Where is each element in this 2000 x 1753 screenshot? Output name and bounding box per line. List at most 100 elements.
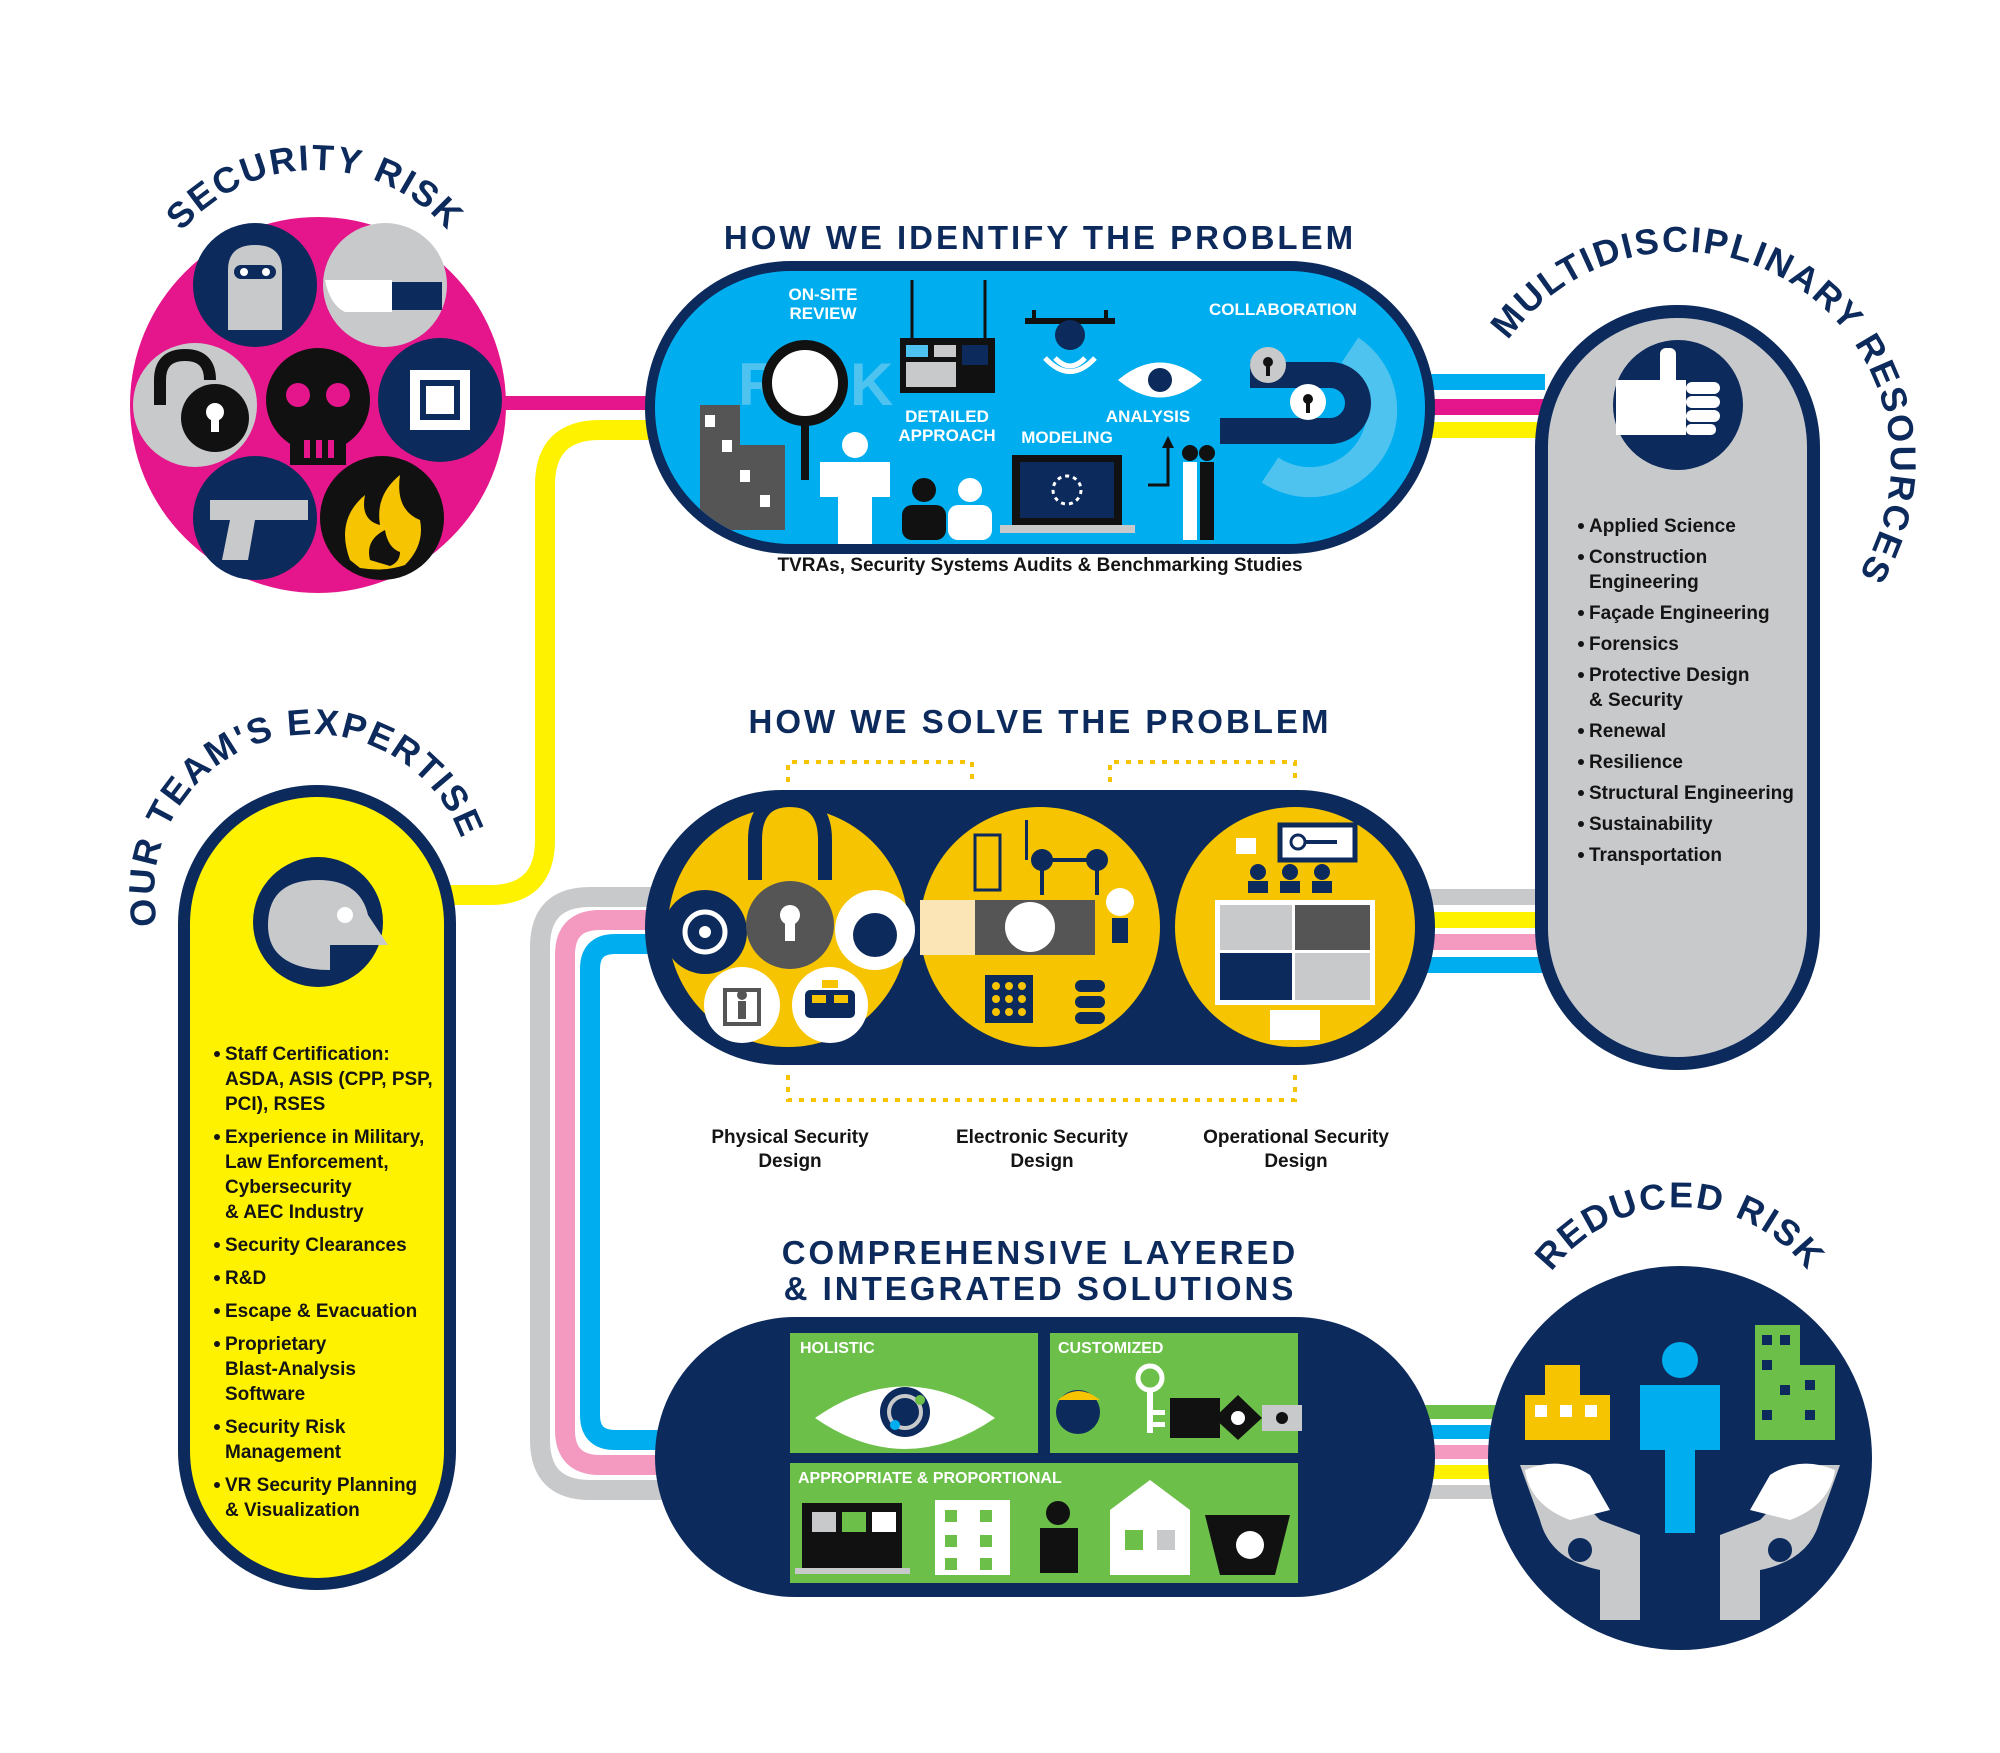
magnifier-icon — [762, 340, 848, 480]
solutions-title-2: & INTEGRATED SOLUTIONS — [784, 1270, 1297, 1307]
solve-caption: Design — [1010, 1151, 1073, 1172]
resources-list-item: Structural Engineering — [1589, 783, 1794, 804]
bullet-dot — [214, 1424, 220, 1430]
bullet-dot — [1578, 852, 1584, 858]
connector-lines — [450, 374, 1545, 1500]
resources-list-item: Applied Science — [1589, 516, 1736, 537]
resources-list-item: Renewal — [1589, 721, 1666, 742]
expertise-list-item: & AEC Industry — [225, 1202, 364, 1223]
label-detailed-2: APPROACH — [898, 426, 995, 445]
resources-list: Applied ScienceConstructionEngineeringFa… — [1578, 516, 1794, 866]
bullet-dot — [214, 1482, 220, 1488]
resources-list-item: Façade Engineering — [1589, 603, 1770, 624]
officer-icon — [1170, 1398, 1220, 1438]
identify-caption: TVRAs, Security Systems Audits & Benchma… — [777, 555, 1302, 576]
analysis-arrow-icon — [1148, 436, 1174, 487]
reduced-risk-section: REDUCED RISK — [1488, 1174, 1872, 1650]
bracket-bottom — [786, 1075, 1297, 1102]
person-icon — [820, 432, 890, 544]
identify-section: HOW WE IDENTIFY THE PROBLEM RISK — [645, 219, 1435, 576]
loop-cyan — [580, 934, 665, 1450]
label-onsite-1: ON-SITE — [789, 285, 858, 304]
label-modeling: MODELING — [1021, 428, 1113, 447]
green-building-icon — [1755, 1325, 1835, 1440]
solve-caption: Design — [758, 1151, 821, 1172]
solve-title: HOW WE SOLVE THE PROBLEM — [749, 703, 1332, 740]
line-yellow-expertise — [450, 420, 660, 905]
reduced-risk-title: REDUCED RISK — [1526, 1174, 1833, 1277]
expertise-list-item: Escape & Evacuation — [225, 1301, 417, 1322]
resources-list-item: Forensics — [1589, 634, 1679, 655]
bullet-dot — [1578, 759, 1584, 765]
bullet-dot — [1578, 554, 1584, 560]
security-risk-section: SECURITY RISK — [130, 137, 506, 593]
identify-title: HOW WE IDENTIFY THE PROBLEM — [724, 219, 1356, 256]
floorplan-icon — [1215, 900, 1375, 1005]
resources-list-item: Construction — [1589, 547, 1707, 568]
expertise-section: OUR TEAM'S EXPERTISE Staff Certification… — [121, 701, 491, 1590]
bullet-dot — [214, 1051, 220, 1057]
fire-icon — [320, 456, 444, 580]
guard-head-icon — [1056, 1390, 1100, 1434]
bullet-dot — [214, 1275, 220, 1281]
resources-list-item: Resilience — [1589, 752, 1683, 773]
house-icon — [1110, 1480, 1190, 1575]
expertise-list-item: Security Risk — [225, 1417, 346, 1438]
label-collaboration: COLLABORATION — [1209, 300, 1357, 319]
thumbs-up-icon — [1613, 340, 1743, 470]
bullet-dot — [1578, 821, 1584, 827]
yellow-building-icon — [1525, 1365, 1610, 1440]
bullet-dot — [214, 1242, 220, 1248]
resources-pill — [1548, 318, 1807, 1057]
holistic-panel — [790, 1333, 1038, 1453]
appropriate-panel — [790, 1463, 1298, 1583]
resources-section: MULTIDISCIPLINARY RESOURCES Applied Scie… — [1482, 218, 1922, 1070]
expertise-list-item: VR Security Planning — [225, 1475, 417, 1496]
laptop-icon — [1000, 455, 1135, 533]
seated-people-icon — [902, 478, 992, 540]
label-analysis: ANALYSIS — [1106, 407, 1190, 426]
collaboration-icon — [1220, 337, 1398, 498]
expertise-list-item: Management — [225, 1442, 342, 1463]
person-icon — [1640, 1342, 1720, 1533]
expertise-list-item: R&D — [225, 1268, 266, 1289]
resources-list-item: Engineering — [1589, 572, 1699, 593]
solutions-section: COMPREHENSIVE LAYERED & INTEGRATED SOLUT… — [655, 1234, 1435, 1597]
loop-pink — [555, 910, 665, 1475]
scanner-icon — [1005, 902, 1055, 952]
robber-mask-icon — [193, 223, 317, 347]
buildings-icon — [700, 405, 785, 530]
expertise-list-item: Proprietary — [225, 1334, 327, 1355]
solve-section: HOW WE SOLVE THE PROBLEM — [645, 703, 1435, 1172]
expertise-list-item: Staff Certification: — [225, 1044, 390, 1065]
bullet-dot — [1578, 523, 1584, 529]
head-brain-icon — [253, 857, 388, 987]
expertise-list-item: Blast-Analysis — [225, 1359, 356, 1380]
standing-people-icon — [1182, 445, 1215, 540]
microchip-icon — [378, 338, 502, 462]
expertise-list-item: PCI), RSES — [225, 1094, 325, 1115]
bullet-dot — [1578, 610, 1584, 616]
pistol-icon — [193, 456, 317, 580]
solve-caption: Physical Security — [711, 1127, 869, 1148]
expertise-list-item: Experience in Military, — [225, 1127, 424, 1148]
drone-icon — [1025, 310, 1115, 374]
audience-icon — [1248, 864, 1332, 893]
solve-caption: Design — [1264, 1151, 1327, 1172]
loop-gray — [530, 887, 665, 1500]
bracket-top-left — [786, 760, 974, 782]
resources-list-item: Sustainability — [1589, 814, 1713, 835]
knife-icon — [323, 223, 447, 347]
dashboard-icon — [900, 280, 995, 393]
resources-list-item: & Security — [1589, 690, 1683, 711]
presenter-icon — [1236, 838, 1256, 854]
label-detailed-1: DETAILED — [905, 407, 989, 426]
expertise-list-item: Security Clearances — [225, 1235, 407, 1256]
expertise-list-item: ASDA, ASIS (CPP, PSP, — [225, 1069, 433, 1090]
solutions-title-1: COMPREHENSIVE LAYERED — [782, 1234, 1299, 1271]
label-onsite-2: REVIEW — [789, 304, 857, 323]
solve-caption: Operational Security — [1203, 1127, 1389, 1148]
label-appropriate: APPROPRIATE & PROPORTIONAL — [798, 1470, 1062, 1487]
network-icon — [1031, 849, 1108, 895]
